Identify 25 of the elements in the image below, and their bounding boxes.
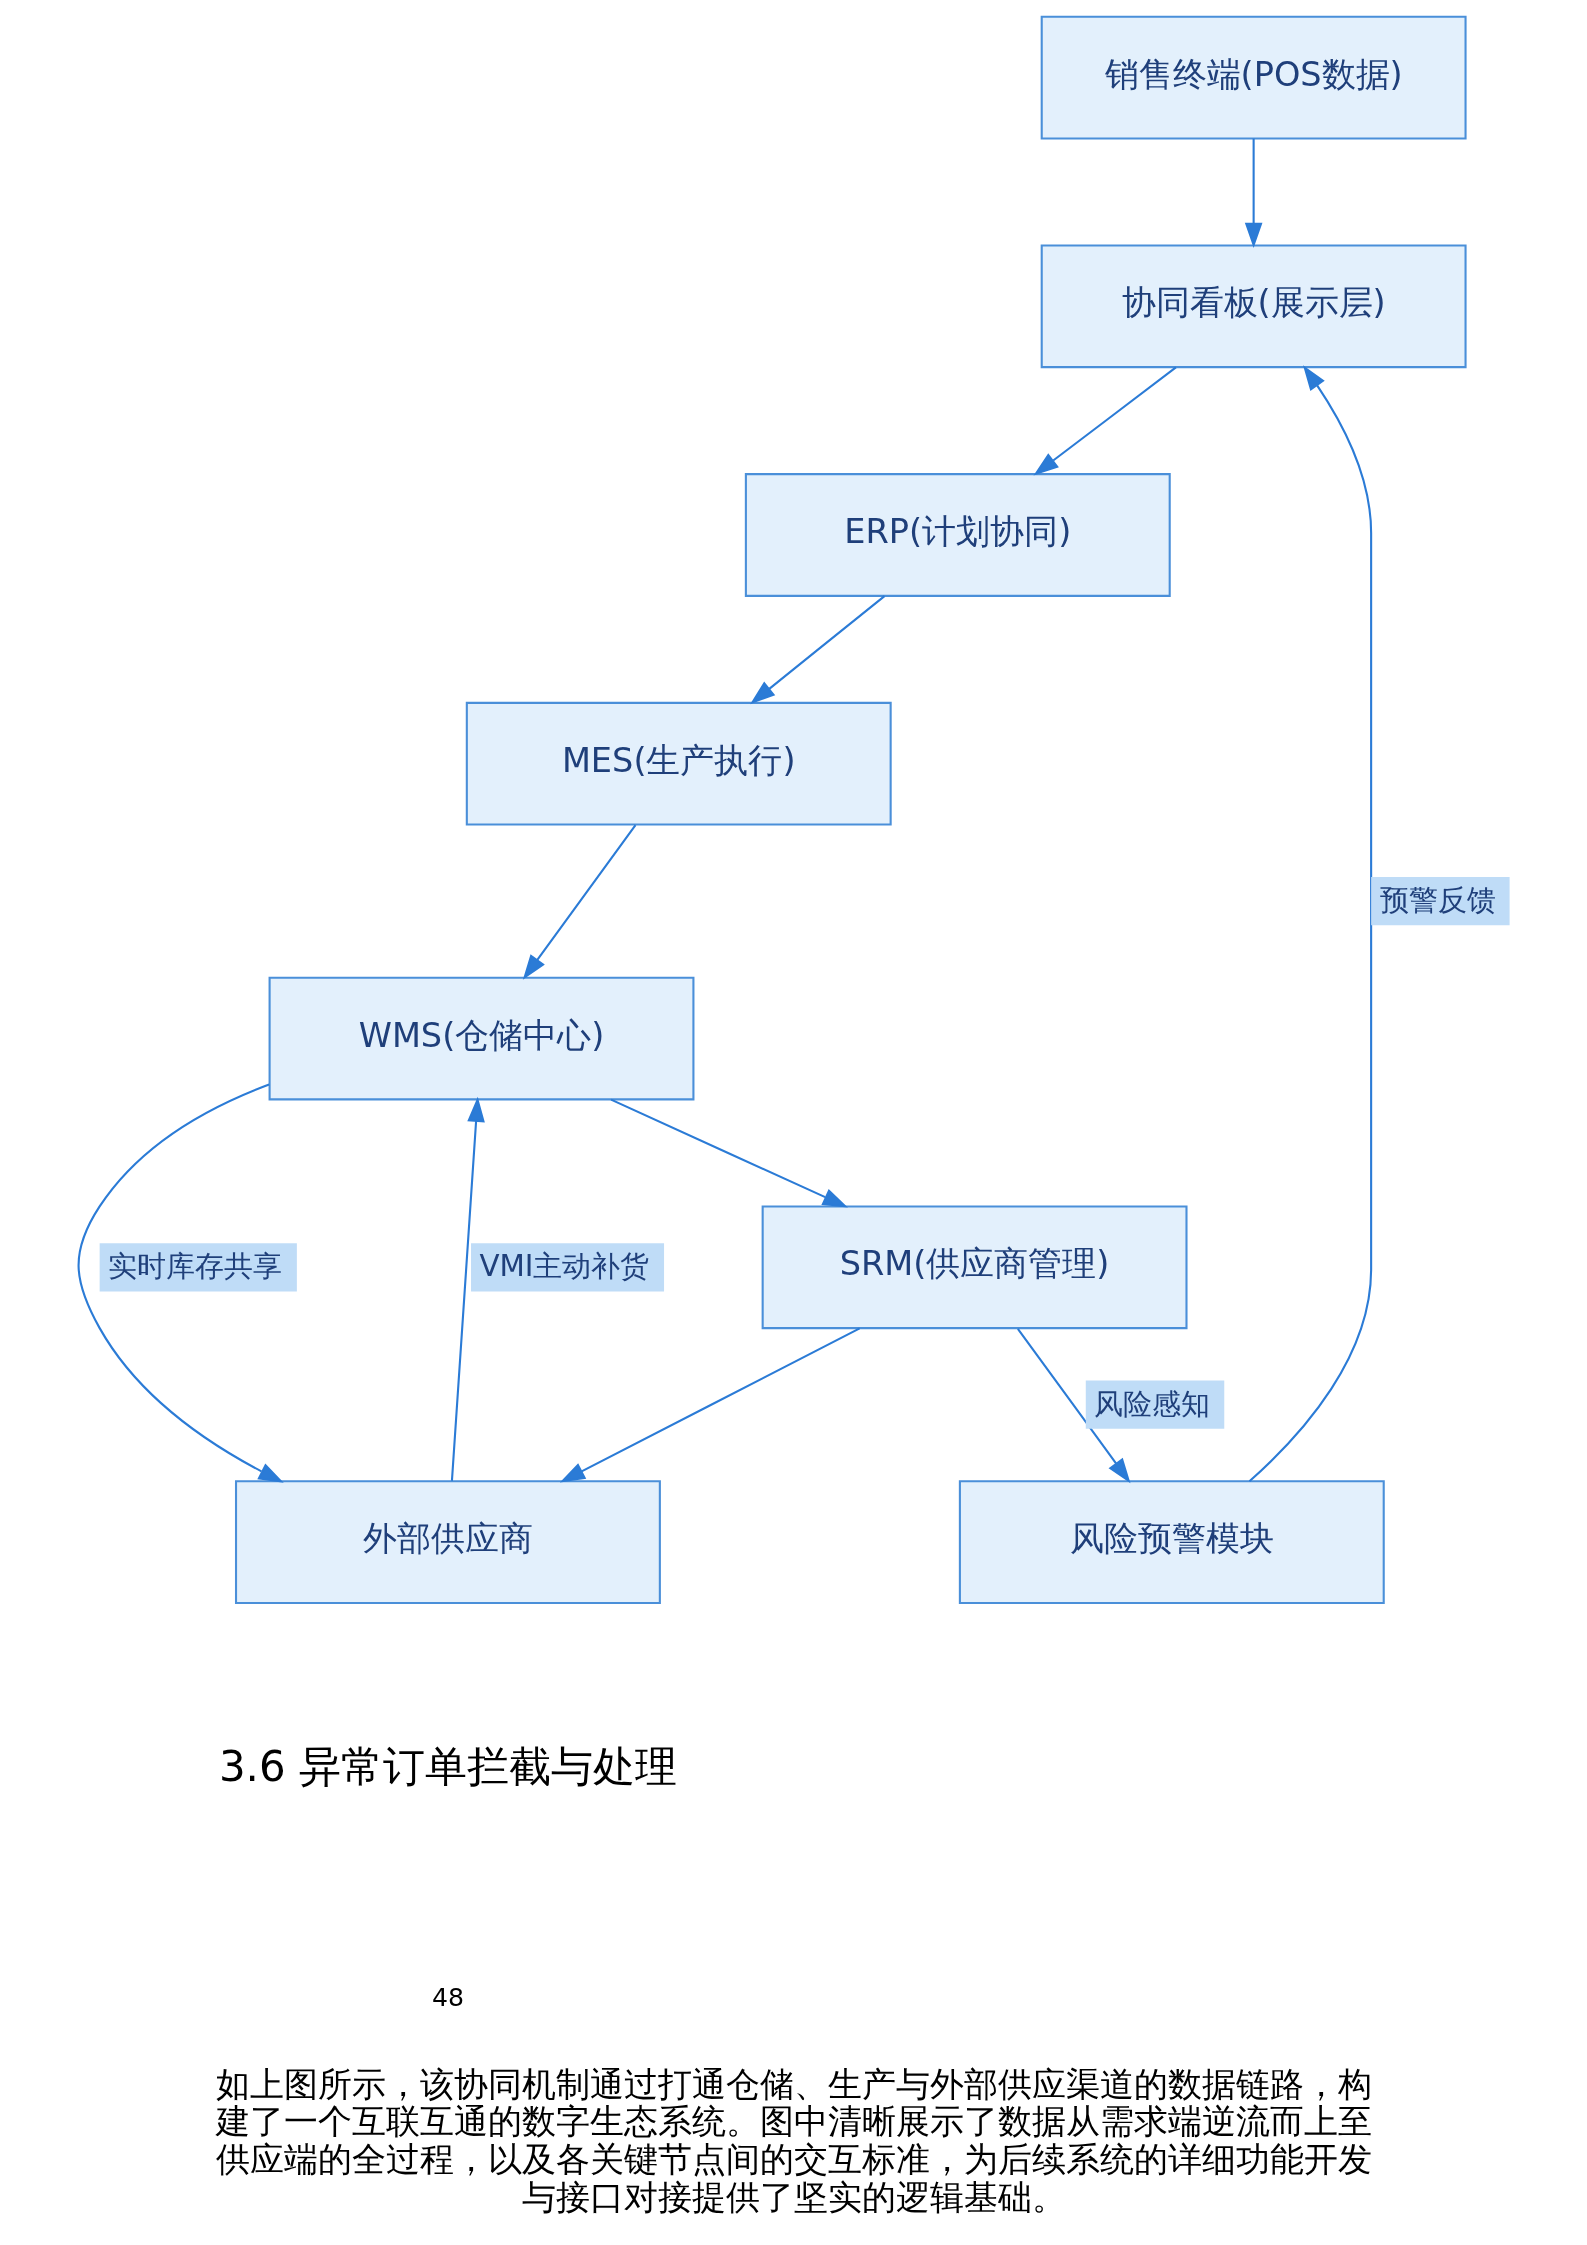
node-box: SRM(供应商管理) xyxy=(761,1205,1188,1330)
arrow xyxy=(77,1083,284,1483)
arrow xyxy=(450,1096,485,1481)
arrow xyxy=(610,1098,848,1208)
node-box: 销售终端(POS数据) xyxy=(1040,15,1467,140)
node-box: MES(生产执行) xyxy=(465,701,892,826)
node-box: WMS(仓储中心) xyxy=(268,976,694,1101)
arrow xyxy=(749,595,885,705)
node-box: 外部供应商 xyxy=(234,1480,661,1605)
edge-label: 预警反馈 xyxy=(1379,882,1496,917)
node-box: ERP(计划协同) xyxy=(744,473,1171,597)
caption: 如上图所示，该协同机制通过打通仓储、生产与外部供应渠道的数据链路，构建了一个互联互通的数字生态系统。图中清晰展示了数据从需求端逆流而上至供应端的全过程，以及各关键节点间的交互标准，为后续系统的详细功能开发与接口对接提供了坚实的逻辑基础。 xyxy=(215,2064,1372,2217)
node-box: 风险预警模块 xyxy=(958,1480,1385,1605)
arrow xyxy=(1244,138,1262,248)
edge-label: 实时库存共享 xyxy=(107,1249,282,1284)
edge-label: VMI主动补货 xyxy=(478,1249,649,1284)
arrow xyxy=(1248,365,1372,1483)
arrow xyxy=(1033,366,1177,476)
edge-label: 风险感知 xyxy=(1093,1386,1210,1421)
arrow xyxy=(1016,1328,1130,1484)
node-box: 协同看板(展示层) xyxy=(1040,244,1467,369)
arrow xyxy=(522,824,636,980)
label: 3.6 异常订单拦截与处理 xyxy=(218,1742,677,1792)
label: 48 xyxy=(431,1983,464,2013)
arrow xyxy=(559,1327,860,1483)
